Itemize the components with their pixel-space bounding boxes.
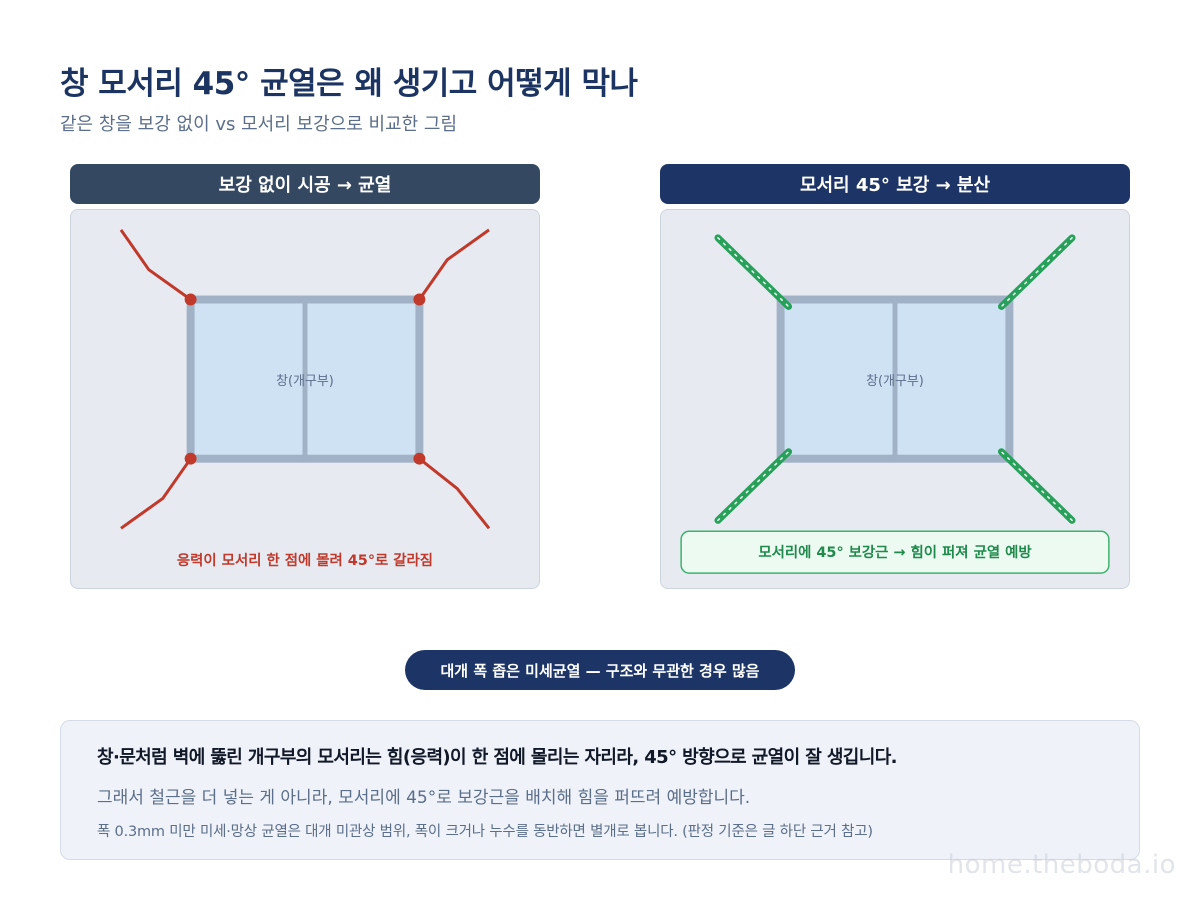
note-pill: 대개 폭 좁은 미세균열 — 구조와 무관한 경우 많음 (405, 650, 795, 690)
left-panel: 창(개구부) 응력이 모서리 한 점에 몰려 45°로 갈라짐 (70, 209, 540, 589)
reinforced-diagram: 창(개구부) 모서리에 45° 보강근 → 힘이 퍼져 균열 예방 (680, 234, 1110, 574)
stress-point-top-left (184, 293, 197, 306)
window-label: 창(개구부) (276, 374, 334, 389)
crack-bottom-right (418, 457, 491, 530)
watermark: home.theboda.io (947, 850, 1176, 880)
page-title: 창 모서리 45° 균열은 왜 생기고 어떻게 막나 (60, 66, 638, 102)
no-reinforcement-diagram: 창(개구부) 응력이 모서리 한 점에 몰려 45°로 갈라짐 (119, 228, 491, 569)
right-panel: 창(개구부) 모서리에 45° 보강근 → 힘이 퍼져 균열 예방 (660, 209, 1130, 589)
right-panel-header: 모서리 45° 보강 → 분산 (660, 164, 1130, 204)
crack-top-left (119, 229, 192, 301)
crack-bottom-left (120, 457, 192, 530)
right-caption-box (680, 530, 1110, 574)
window-label: 창(개구부) (866, 374, 924, 389)
crack-top-right (418, 228, 490, 301)
summary-line-3: 폭 0.3mm 미만 미세·망상 균열은 대개 미관상 범위, 폭이 크거나 누… (97, 824, 873, 840)
page-subtitle: 같은 창을 보강 없이 vs 모서리 보강으로 비교한 그림 (60, 114, 458, 135)
summary-box: 창·문처럼 벽에 뚫린 개구부의 모서리는 힘(응력)이 한 점에 몰리는 자리… (60, 720, 1140, 860)
rebar-top-right (997, 234, 1076, 310)
summary-line-1: 창·문처럼 벽에 뚫린 개구부의 모서리는 힘(응력)이 한 점에 몰리는 자리… (97, 747, 898, 768)
stress-point-bottom-right (413, 452, 426, 465)
stress-point-top-right (413, 293, 426, 306)
rebar-top-left (714, 234, 793, 310)
rebar-bottom-right (997, 448, 1076, 524)
left-caption: 응력이 모서리 한 점에 몰려 45°로 갈라짐 (177, 551, 433, 569)
rebar-bottom-left (714, 448, 793, 524)
stress-point-bottom-left (184, 452, 197, 465)
left-panel-header: 보강 없이 시공 → 균열 (70, 164, 540, 204)
right-caption: 모서리에 45° 보강근 → 힘이 퍼져 균열 예방 (758, 543, 1032, 561)
summary-line-2: 그래서 철근을 더 넣는 게 아니라, 모서리에 45°로 보강근을 배치해 힘… (97, 788, 751, 808)
